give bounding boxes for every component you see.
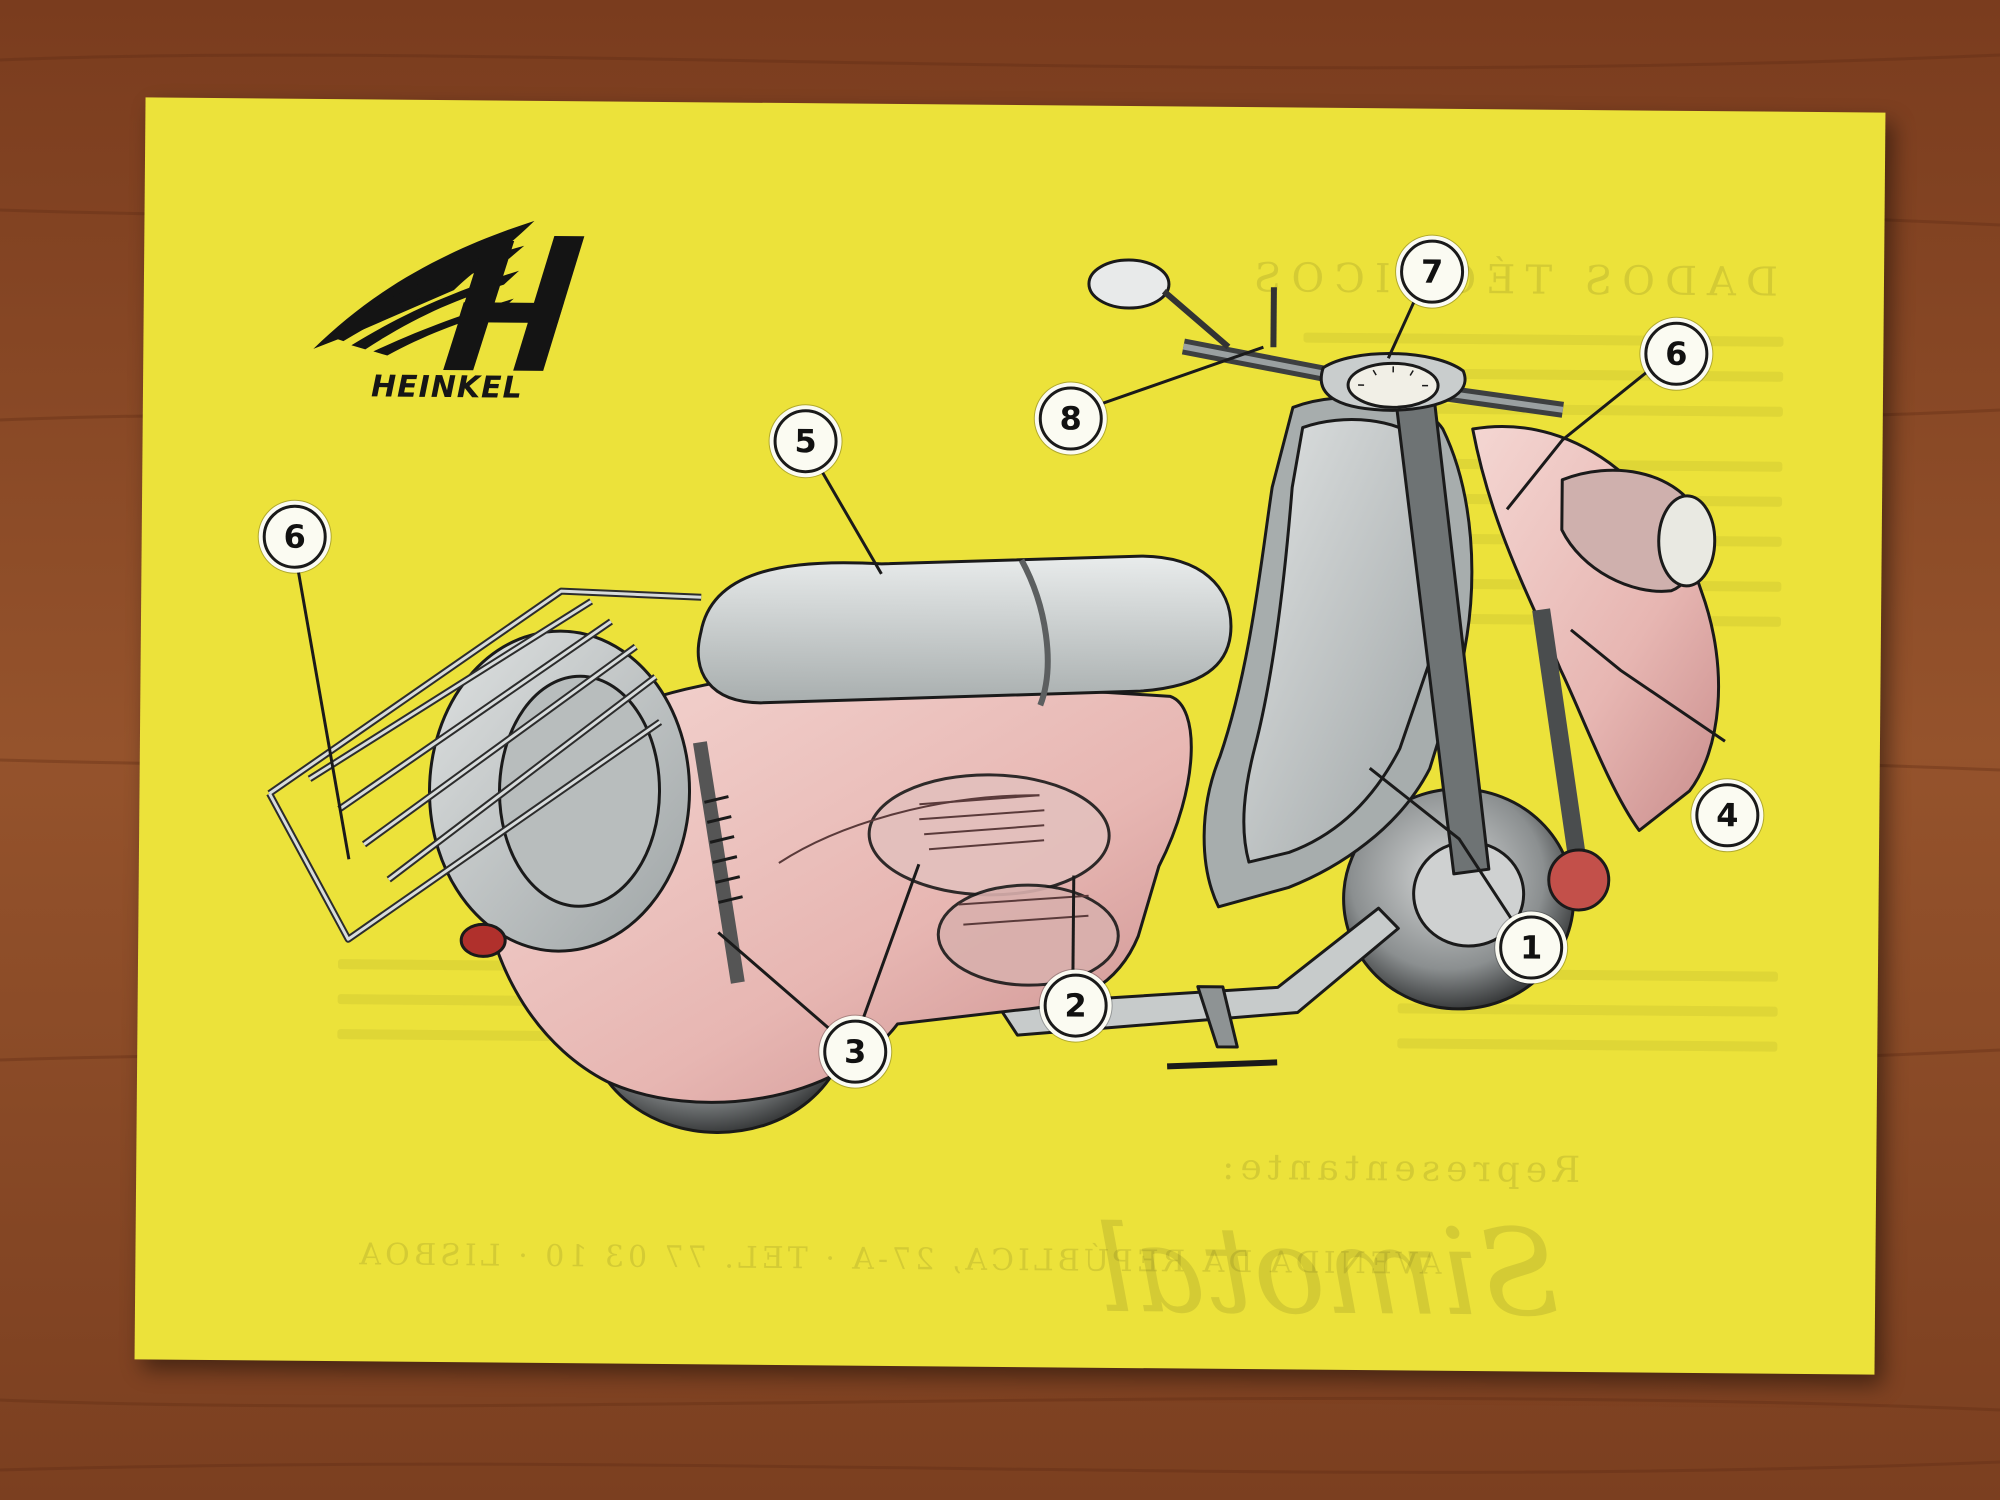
heinkel-wing-logo xyxy=(313,220,585,371)
callout-6-front: 6 xyxy=(1644,321,1709,387)
scooter-cutaway-illustration xyxy=(266,258,1726,1134)
callout-8: 8 xyxy=(1038,386,1104,451)
brochure-page: DADOS TÉCNICOS Representante: Simotal AV… xyxy=(134,97,1886,1375)
callout-2: 2 xyxy=(1043,973,1108,1038)
callout-4: 4 xyxy=(1695,782,1760,848)
callout-1: 1 xyxy=(1498,915,1564,980)
callout-6-rack: 6 xyxy=(262,504,327,570)
callout-5: 5 xyxy=(773,408,838,474)
callout-7: 7 xyxy=(1399,239,1465,304)
callout-3: 3 xyxy=(822,1019,888,1084)
